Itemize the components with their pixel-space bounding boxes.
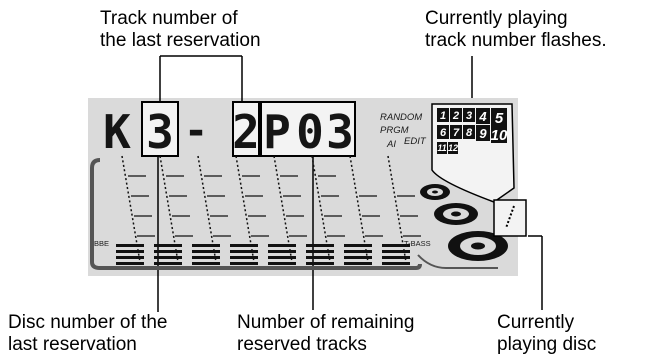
level-bar-segment bbox=[268, 244, 296, 247]
level-bar-segment bbox=[306, 256, 334, 259]
track-number-4: 4 bbox=[478, 109, 487, 124]
level-bar-segment bbox=[230, 244, 258, 247]
track-cell-2: 2 bbox=[450, 108, 462, 122]
track-cell-12: 12 bbox=[448, 142, 458, 154]
level-bar-segment bbox=[192, 250, 220, 253]
level-bar-segment bbox=[192, 256, 220, 259]
level-bar-segment bbox=[230, 250, 258, 253]
track-cell-6: 6 bbox=[437, 125, 449, 139]
track-cell-7: 7 bbox=[450, 125, 462, 139]
level-bar-segment bbox=[154, 256, 182, 259]
level-bar-segment bbox=[116, 262, 144, 265]
char-program-label: P bbox=[263, 105, 291, 159]
track-number-8: 8 bbox=[466, 127, 473, 139]
track-number-3: 3 bbox=[466, 110, 472, 122]
level-bar-segment bbox=[344, 250, 372, 253]
track-cell-8: 8 bbox=[463, 125, 475, 139]
level-bar-segment bbox=[306, 262, 334, 265]
level-bar-segment bbox=[382, 250, 410, 253]
disc-medium-icon bbox=[434, 203, 478, 225]
track-cell-4: 4 bbox=[476, 108, 490, 124]
char-separator: - bbox=[184, 108, 208, 154]
level-bar-segment bbox=[306, 250, 334, 253]
track-number-9: 9 bbox=[479, 126, 487, 141]
track-number-1: 1 bbox=[440, 110, 446, 122]
level-bar-segment bbox=[230, 262, 258, 265]
level-bar-segment bbox=[230, 256, 258, 259]
level-bar-segment bbox=[192, 244, 220, 247]
track-number-2: 2 bbox=[452, 110, 459, 122]
level-bar-segment bbox=[154, 262, 182, 265]
level-bar-segment bbox=[382, 256, 410, 259]
level-bar-segment bbox=[192, 262, 220, 265]
track-cell-10: 10 bbox=[491, 125, 508, 144]
char-remaining-tens: 0 bbox=[296, 105, 324, 159]
level-bar-segment bbox=[306, 244, 334, 247]
level-bar-segment bbox=[344, 256, 372, 259]
char-disc-label: K bbox=[103, 105, 131, 159]
tbass-label: T-BASS bbox=[404, 239, 431, 248]
indicator-prgm: PRGM bbox=[380, 125, 409, 136]
level-bar-segment bbox=[344, 244, 372, 247]
indicator-random: RANDOM bbox=[380, 112, 422, 123]
level-bar-segment bbox=[116, 256, 144, 259]
track-number-11: 11 bbox=[437, 143, 446, 153]
bbe-label: BBE bbox=[94, 239, 109, 248]
indicator-edit: EDIT bbox=[404, 136, 427, 147]
track-number-5: 5 bbox=[495, 110, 504, 127]
disc-small-icon bbox=[420, 184, 450, 200]
level-bar-segment bbox=[268, 250, 296, 253]
level-bar-segment bbox=[116, 244, 144, 247]
track-cell-3: 3 bbox=[463, 108, 475, 122]
track-number-6: 6 bbox=[440, 127, 447, 139]
track-number-12: 12 bbox=[448, 143, 458, 153]
track-cell-11: 11 bbox=[437, 142, 447, 154]
char-track-number: 2 bbox=[232, 105, 260, 159]
level-bar-segment bbox=[344, 262, 372, 265]
track-number-7: 7 bbox=[453, 127, 460, 139]
indicator-ai: AI bbox=[386, 139, 396, 150]
track-cell-9: 9 bbox=[476, 125, 490, 141]
track-cell-5: 5 bbox=[491, 108, 507, 127]
char-remaining-ones: 3 bbox=[326, 105, 354, 159]
level-bar-segment bbox=[154, 250, 182, 253]
level-bar-segment bbox=[154, 244, 182, 247]
level-bar-segment bbox=[116, 250, 144, 253]
level-bar-segment bbox=[382, 262, 410, 265]
track-number-10: 10 bbox=[491, 127, 508, 144]
track-cell-1: 1 bbox=[437, 108, 449, 122]
level-bar-segment bbox=[268, 256, 296, 259]
level-bar-segment bbox=[268, 262, 296, 265]
char-disc-number: 3 bbox=[146, 105, 174, 159]
